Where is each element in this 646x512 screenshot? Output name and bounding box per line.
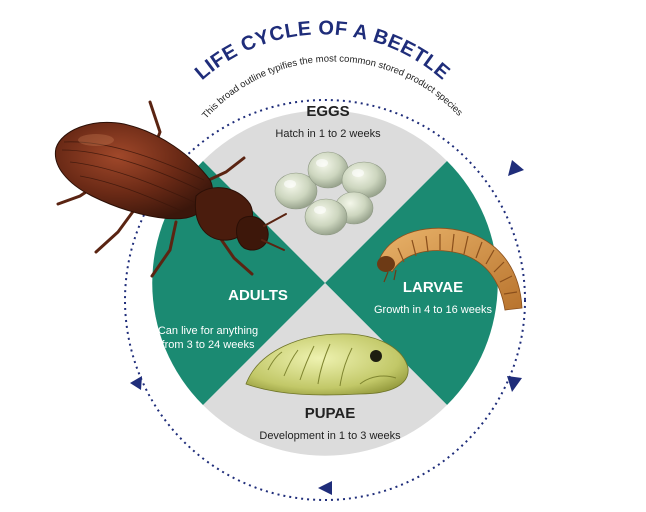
adults-description-line1: Can live for anything [158, 325, 258, 337]
pupa-illustration [245, 333, 409, 396]
pupae-description: Development in 1 to 3 weeks [259, 430, 401, 442]
larva-illustration [377, 227, 523, 311]
larvae-sector [325, 161, 498, 405]
larvae-description: Growth in 4 to 16 weeks [374, 304, 493, 316]
cycle-disc [152, 110, 498, 456]
pupae-heading: PUPAE [305, 405, 356, 422]
eggs-sector [203, 110, 447, 283]
adults-sector [152, 161, 325, 405]
eggs-illustration [274, 151, 387, 236]
eggs-description: Hatch in 1 to 2 weeks [275, 128, 381, 140]
larvae-heading: LARVAE [403, 279, 463, 296]
adults-heading: ADULTS [228, 287, 288, 304]
eggs-heading: EGGS [306, 103, 349, 120]
cycle-arrow-icon [130, 160, 524, 495]
beetle-illustration [54, 100, 287, 278]
cycle-ring [124, 99, 526, 501]
adults-description-line2: from 3 to 24 weeks [162, 339, 255, 351]
